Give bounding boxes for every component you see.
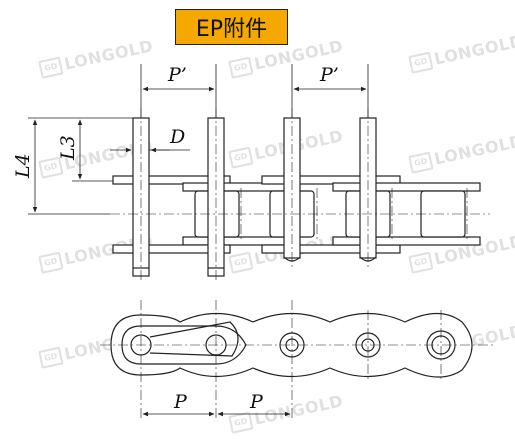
upper-attachment-plate [112,175,231,185]
upper-outer-plate [261,175,401,185]
lower-inner-plate [182,236,296,246]
title-text: EP附件 [195,17,268,42]
lower-inner-plate [332,236,481,246]
upper-inner-plate [332,182,481,192]
link-slot [149,321,239,357]
lower-outer-plate [261,244,401,254]
pin-diameter-label: D [169,126,185,148]
l4-label: L4 [12,153,34,179]
pitch-attachment-label: P’ [167,64,187,86]
pitch-label: P [249,391,264,413]
title-badge: EP附件 [175,9,288,45]
pitch-attachment-label: P’ [319,64,339,86]
l3-label: L3 [57,135,79,161]
pitch-label: P [173,391,188,413]
lower-attachment-plate [112,244,231,254]
